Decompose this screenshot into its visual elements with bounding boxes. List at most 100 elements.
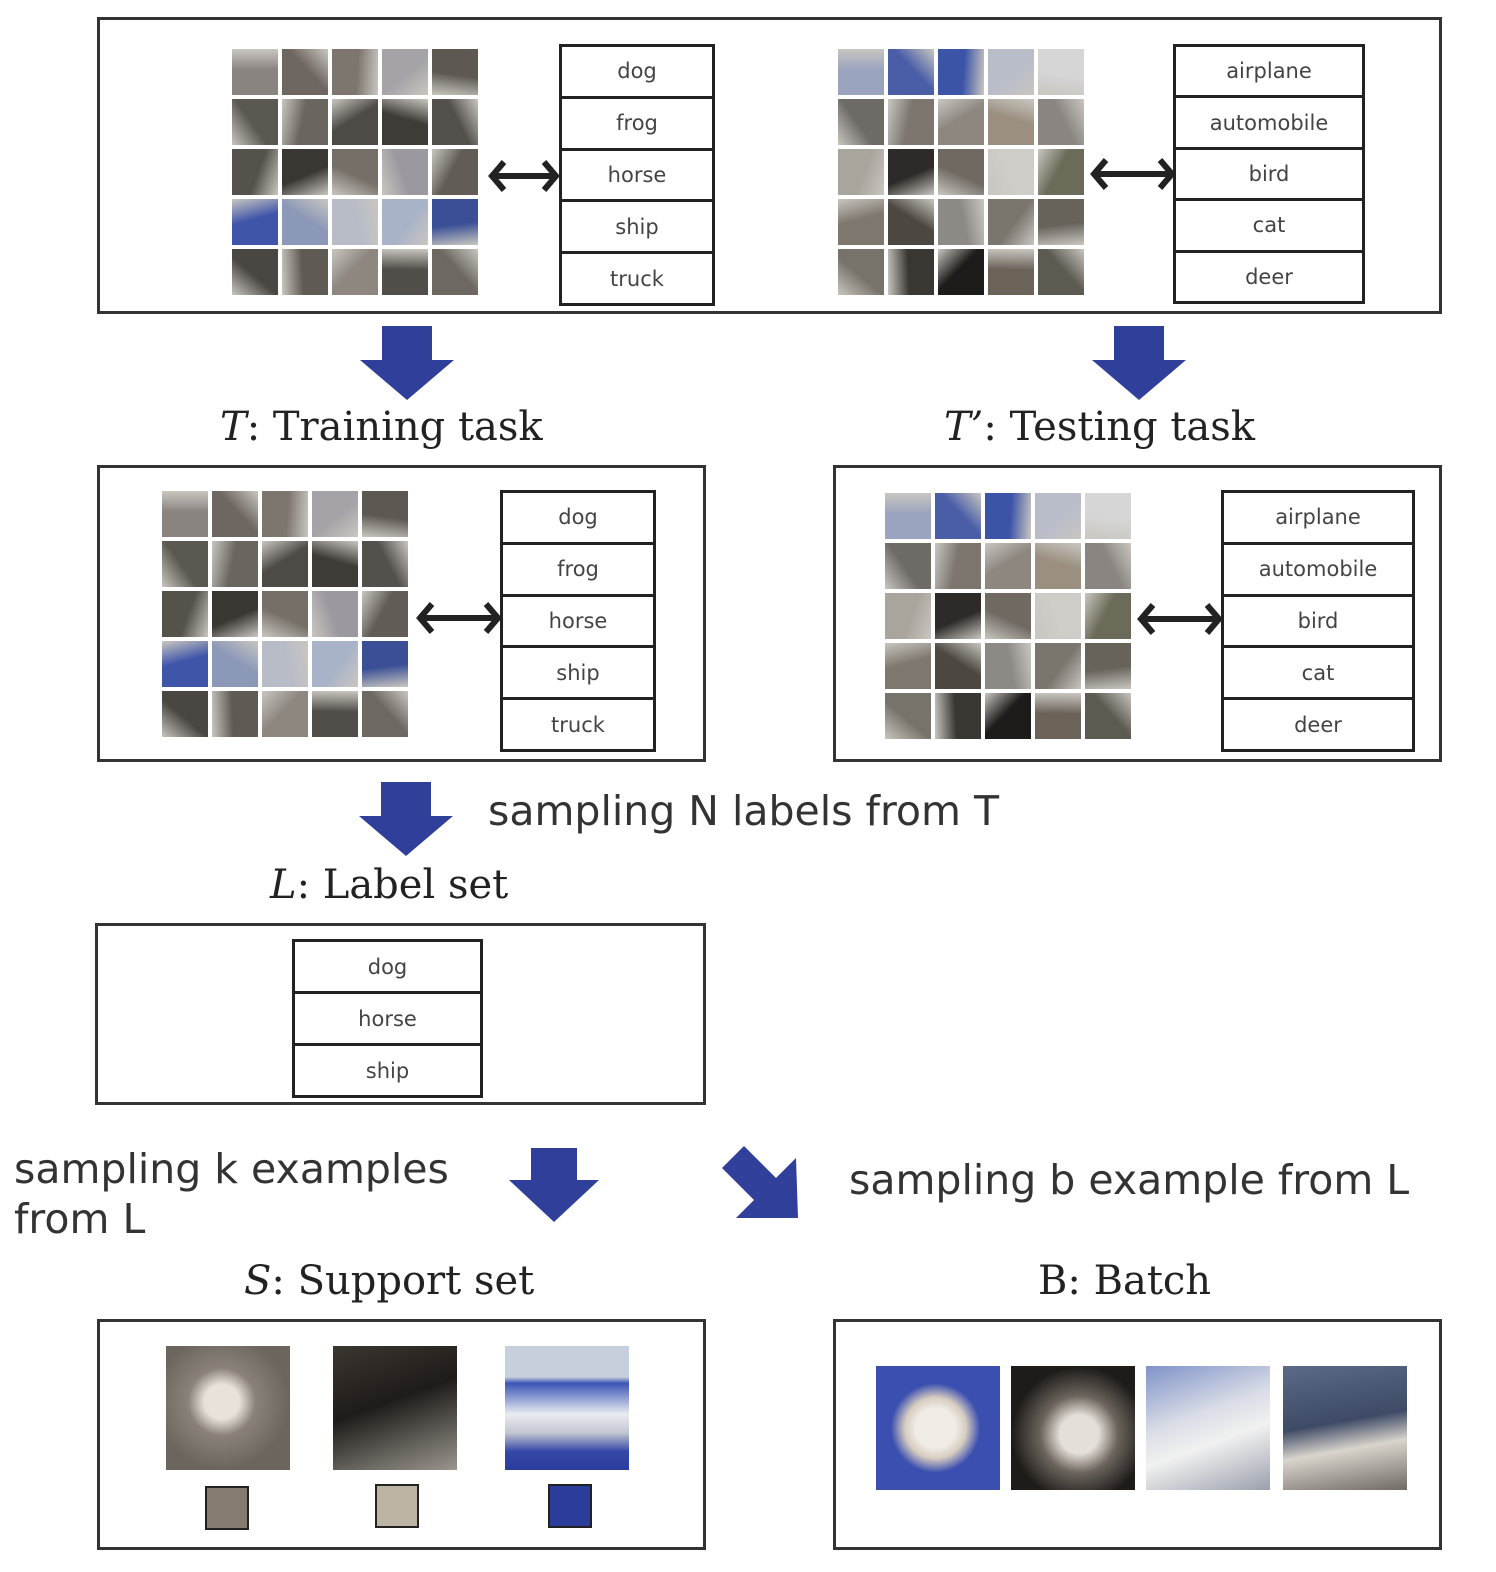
thumbnail-image <box>432 199 478 245</box>
thumbnail-image <box>988 149 1034 195</box>
support-set-panel <box>97 1319 706 1550</box>
thumbnail-image <box>885 493 931 539</box>
thumbnail-image <box>988 99 1034 145</box>
batch-image-horse <box>1146 1366 1270 1490</box>
thumbnail-image <box>212 691 258 737</box>
thumbnail-image <box>282 199 328 245</box>
thumbnail-image <box>162 591 208 637</box>
thumbnail-image <box>282 99 328 145</box>
label-cell: cat <box>1224 648 1412 701</box>
testing-task-label: : Testing task <box>983 404 1256 450</box>
thumbnail-image <box>938 199 984 245</box>
label-cell: ship <box>503 648 653 701</box>
thumbnail-image <box>282 249 328 295</box>
thumbnail-image <box>362 491 408 537</box>
thumbnail-image <box>888 99 934 145</box>
thumbnail-image <box>232 99 278 145</box>
thumbnail-image <box>262 591 308 637</box>
thumbnail-image <box>232 149 278 195</box>
thumbnail-image <box>1038 249 1084 295</box>
support-image-ship <box>505 1346 629 1470</box>
thumbnail-image <box>362 591 408 637</box>
diagonal-arrow-icon <box>722 1146 798 1218</box>
thumbnail-image <box>1085 493 1131 539</box>
testing-task-label-list: airplane automobile bird cat deer <box>1221 490 1415 752</box>
batch-title: B: Batch <box>1038 1258 1212 1304</box>
thumbnail-image <box>212 541 258 587</box>
thumbnail-image <box>885 543 931 589</box>
label-cell: dog <box>562 47 712 99</box>
thumbnail-image <box>362 641 408 687</box>
thumbnail-image <box>162 691 208 737</box>
batch-image-dog <box>876 1366 1000 1490</box>
support-image-dog <box>166 1346 290 1470</box>
thumbnail-image <box>432 49 478 95</box>
label-set-panel: dog horse ship <box>95 923 706 1105</box>
testing-task-symbol: T’ <box>944 404 984 450</box>
down-arrow-icon <box>359 782 453 856</box>
thumbnail-image <box>1085 693 1131 739</box>
label-cell: horse <box>562 151 712 203</box>
label-cell: dog <box>503 493 653 545</box>
thumbnail-image <box>885 693 931 739</box>
double-arrow-icon <box>1090 158 1176 190</box>
thumbnail-image <box>838 199 884 245</box>
support-set-title: S: Support set <box>244 1258 534 1304</box>
thumbnail-image <box>988 199 1034 245</box>
thumbnail-image <box>935 593 981 639</box>
support-swatch-horse <box>375 1484 419 1528</box>
down-arrow-icon <box>1092 326 1186 400</box>
thumbnail-image <box>382 49 428 95</box>
thumbnail-image <box>262 691 308 737</box>
thumbnail-image <box>282 49 328 95</box>
thumbnail-image <box>262 491 308 537</box>
support-image-horse <box>333 1346 457 1470</box>
thumbnail-image <box>332 49 378 95</box>
sampling-k-caption: sampling k examples from L <box>14 1144 449 1244</box>
thumbnail-image <box>1085 543 1131 589</box>
label-cell: ship <box>562 202 712 255</box>
thumbnail-image <box>1035 593 1081 639</box>
testing-image-grid <box>838 49 1084 295</box>
thumbnail-image <box>888 249 934 295</box>
support-set-label: : Support set <box>271 1258 535 1304</box>
thumbnail-image <box>935 543 981 589</box>
thumbnail-image <box>382 199 428 245</box>
thumbnail-image <box>382 249 428 295</box>
thumbnail-image <box>162 641 208 687</box>
thumbnail-image <box>262 541 308 587</box>
thumbnail-image <box>332 99 378 145</box>
thumbnail-image <box>988 249 1034 295</box>
thumbnail-image <box>312 641 358 687</box>
label-cell: truck <box>551 712 605 737</box>
training-label-list: dog frog horse ship truck <box>559 44 715 306</box>
testing-label-list: airplane automobile bird cat deer <box>1173 44 1365 304</box>
thumbnail-image <box>838 249 884 295</box>
support-set-symbol: S <box>244 1258 272 1304</box>
thumbnail-image <box>988 49 1034 95</box>
thumbnail-image <box>432 99 478 145</box>
thumbnail-image <box>312 541 358 587</box>
thumbnail-image <box>888 149 934 195</box>
thumbnail-image <box>985 543 1031 589</box>
label-cell: automobile <box>1176 98 1362 150</box>
label-cell: airplane <box>1224 493 1412 545</box>
thumbnail-image <box>838 49 884 95</box>
thumbnail-image <box>312 491 358 537</box>
thumbnail-image <box>232 249 278 295</box>
thumbnail-image <box>162 491 208 537</box>
batch-image-ship <box>1283 1366 1407 1490</box>
thumbnail-image <box>332 149 378 195</box>
double-arrow-icon <box>416 602 502 634</box>
training-task-image-grid <box>162 491 408 737</box>
double-arrow-icon <box>1137 603 1223 635</box>
training-task-panel: dog frog horse ship truck <box>97 465 706 762</box>
label-cell: dog <box>295 942 480 994</box>
thumbnail-image <box>985 643 1031 689</box>
label-set-title: L: Label set <box>270 862 508 908</box>
thumbnail-image <box>985 493 1031 539</box>
sampling-k-caption-line2: from L <box>14 1195 146 1243</box>
thumbnail-image <box>1035 693 1081 739</box>
thumbnail-image <box>885 593 931 639</box>
thumbnail-image <box>382 149 428 195</box>
